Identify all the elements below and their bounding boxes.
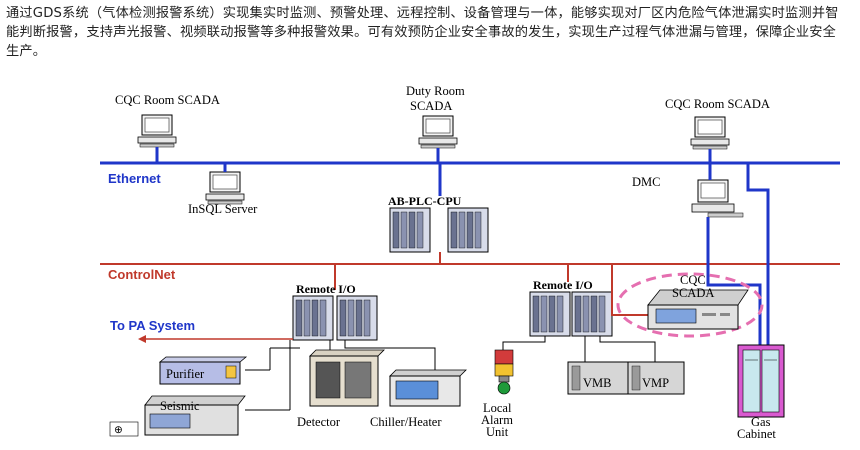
- cqc-scada-label-2: SCADA: [672, 286, 714, 300]
- remote-io-left-rack-b-icon: [336, 295, 378, 341]
- detector-label: Detector: [297, 415, 341, 429]
- intro-paragraph: 通过GDS系统（气体检测报警系统）实现集实时监测、预警处理、远程控制、设备管理与…: [6, 6, 839, 59]
- gas-cabinet-label-2: Cabinet: [737, 427, 776, 441]
- gas-cabinet-ethernet-cable: [746, 163, 770, 345]
- remote-io-right-rack-b-icon: [571, 291, 613, 337]
- cqc-left-label: CQC Room SCADA: [115, 93, 220, 107]
- plc-rack-left-icon: [389, 207, 431, 253]
- duty-room-computer-icon: [418, 115, 458, 149]
- vmb-unit: VMB: [567, 361, 629, 395]
- cqc-scada-unit: [647, 289, 749, 330]
- gas-cabinet-icon: [737, 344, 785, 418]
- remote-io-right-label: Remote I/O: [533, 278, 593, 292]
- ethernet-label: Ethernet: [108, 171, 161, 186]
- svg-text:⊕: ⊕: [114, 425, 123, 436]
- pa-system-label: To PA System: [110, 318, 195, 333]
- vmb-label: VMB: [583, 376, 611, 390]
- cqc-scada-label-1: CQC: [680, 273, 706, 287]
- local-alarm-label-3: Unit: [486, 425, 509, 439]
- dmc-computer-icon: [691, 179, 744, 218]
- purifier-label: Purifier: [166, 367, 205, 381]
- local-alarm-label-1: Local: [483, 401, 512, 415]
- chiller-heater-label: Chiller/Heater: [370, 415, 442, 429]
- dmc-label: DMC: [632, 175, 660, 189]
- local-alarm-label-2: Alarm: [481, 413, 513, 427]
- plc-label: AB-PLC-CPU: [388, 194, 462, 208]
- controlnet-label: ControlNet: [108, 267, 176, 282]
- cqc-right-label: CQC Room SCADA: [665, 97, 770, 111]
- plc-rack-right-icon: [447, 207, 489, 253]
- alarm-light-icon: [494, 349, 514, 395]
- duty-room-label-1: Duty Room: [406, 84, 465, 98]
- cqc-left-computer-icon: [137, 114, 177, 148]
- gas-cabinet-label-1: Gas: [751, 415, 771, 429]
- insql-server-label: InSQL Server: [188, 202, 258, 216]
- cqc-scada-highlight: [616, 272, 764, 338]
- remote-io-left-rack-a-icon: [292, 295, 334, 341]
- chiller-heater-unit: [389, 369, 467, 407]
- duty-room-label-2: SCADA: [410, 99, 452, 113]
- insql-server-computer-icon: [205, 171, 245, 205]
- cqc-right-computer-icon: [690, 116, 730, 150]
- vmp-label: VMP: [642, 376, 669, 390]
- remote-io-left-label: Remote I/O: [296, 282, 356, 296]
- purifier-unit: Purifier: [158, 356, 248, 385]
- remote-io-right-rack-a-icon: [529, 291, 571, 337]
- seismic-label: Seismic: [160, 399, 200, 413]
- detector-cabinet: [309, 349, 385, 407]
- vmp-unit: VMP: [627, 361, 685, 395]
- seismic-unit: Seismic ⊕: [109, 395, 246, 437]
